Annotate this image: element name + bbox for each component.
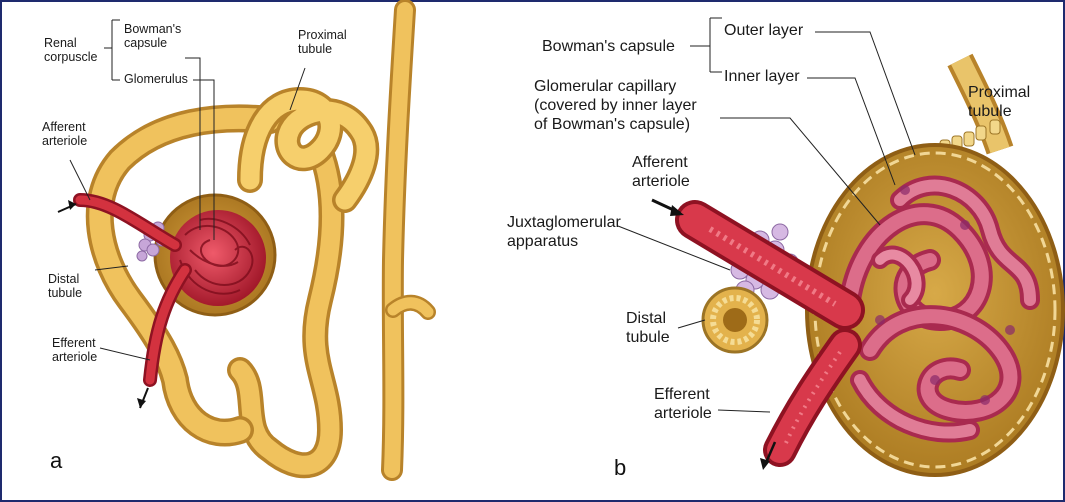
panel-label-b: b xyxy=(614,455,626,481)
label-renal-corpuscle: Renal corpuscle xyxy=(44,36,98,64)
label-bowmans-capsule-b: Bowman's capsule xyxy=(542,38,675,57)
label-distal-tubule-a: Distal tubule xyxy=(48,272,82,300)
label-proximal-tubule-a: Proximal tubule xyxy=(298,28,347,56)
label-afferent-arteriole-b: Afferent arteriole xyxy=(632,154,690,192)
label-distal-tubule-b: Distal tubule xyxy=(626,310,670,348)
label-juxtaglomerular-apparatus: Juxtaglomerular apparatus xyxy=(507,214,621,252)
label-bowmans-capsule-a: Bowman's capsule xyxy=(124,22,181,50)
label-inner-layer: Inner layer xyxy=(724,68,800,87)
label-efferent-arteriole-b: Efferent arteriole xyxy=(654,386,712,424)
panel-label-a: a xyxy=(50,448,62,474)
label-glomerular-capillary: Glomerular capillary (covered by inner l… xyxy=(534,78,697,135)
label-glomerulus: Glomerulus xyxy=(124,72,188,86)
label-proximal-tubule-b: Proximal tubule xyxy=(968,84,1030,122)
label-afferent-arteriole-a: Afferent arteriole xyxy=(42,120,87,148)
label-outer-layer: Outer layer xyxy=(724,22,803,41)
label-efferent-arteriole-a: Efferent arteriole xyxy=(52,336,97,364)
